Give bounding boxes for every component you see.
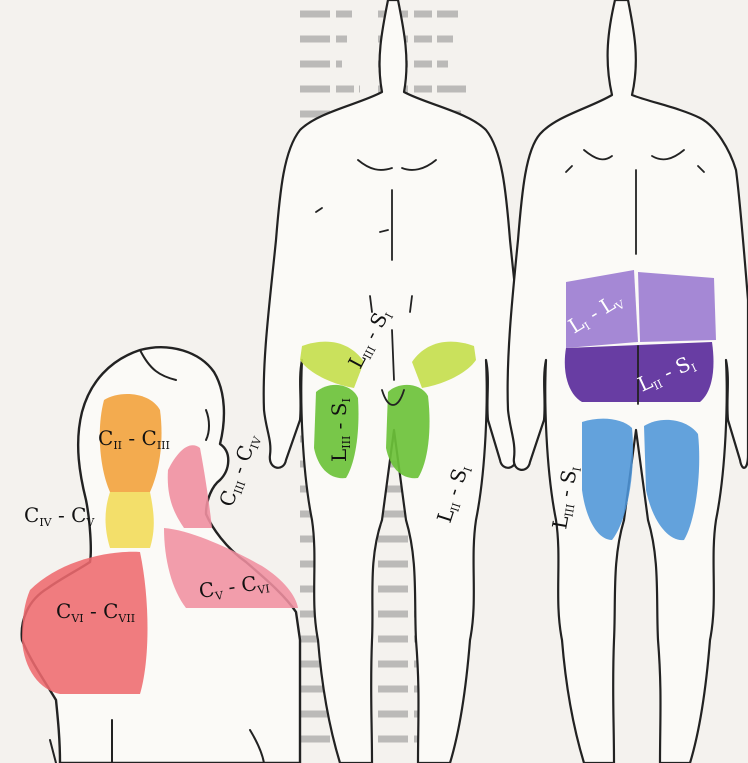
region-l2-s1-thigh-right <box>386 385 430 478</box>
region-l1-l5-back-right <box>638 272 716 342</box>
neck-shoulder-figure <box>22 347 300 763</box>
region-c4-c5 <box>106 492 154 548</box>
neck-shoulder-outline <box>22 347 300 763</box>
label-c4-c5: CIV - CV <box>24 503 95 529</box>
label-l3-s1-front: LIII - SI <box>327 398 353 462</box>
